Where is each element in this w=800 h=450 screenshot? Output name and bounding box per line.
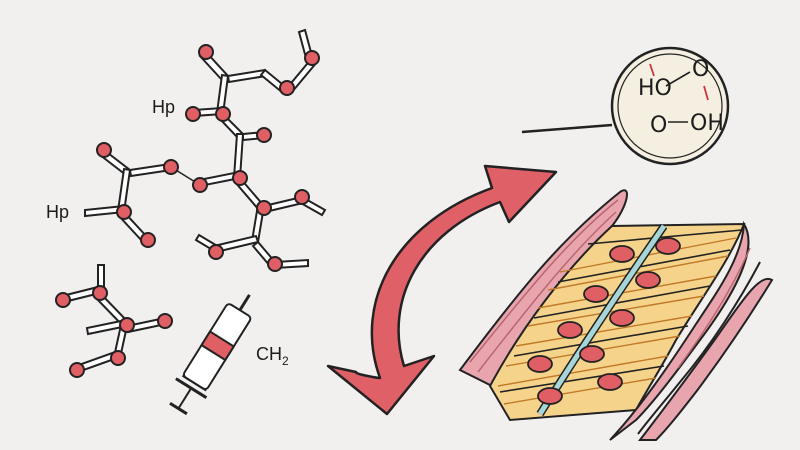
curved-double-arrow-icon — [326, 164, 558, 416]
callout-text-ho: HO — [638, 76, 672, 101]
hp-label-top: Hp — [152, 97, 175, 117]
tissue-cells — [527, 237, 681, 405]
hp-label-left: Hp — [46, 202, 69, 222]
magnifier-callout-icon: HO O O OH — [521, 46, 730, 211]
molecule-structure-main: Hp Hp — [46, 28, 327, 272]
callout-text-o-top: O — [692, 57, 709, 82]
callout-molecule: HO O O OH — [638, 57, 724, 138]
tissue-section — [458, 189, 774, 441]
molecule-structure-small — [55, 264, 173, 378]
syringe-label: CH2 — [256, 344, 289, 368]
callout-text-o-red: O — [650, 113, 667, 138]
callout-text-oh: OH — [690, 111, 724, 136]
syringe-icon: CH2 — [169, 294, 289, 416]
